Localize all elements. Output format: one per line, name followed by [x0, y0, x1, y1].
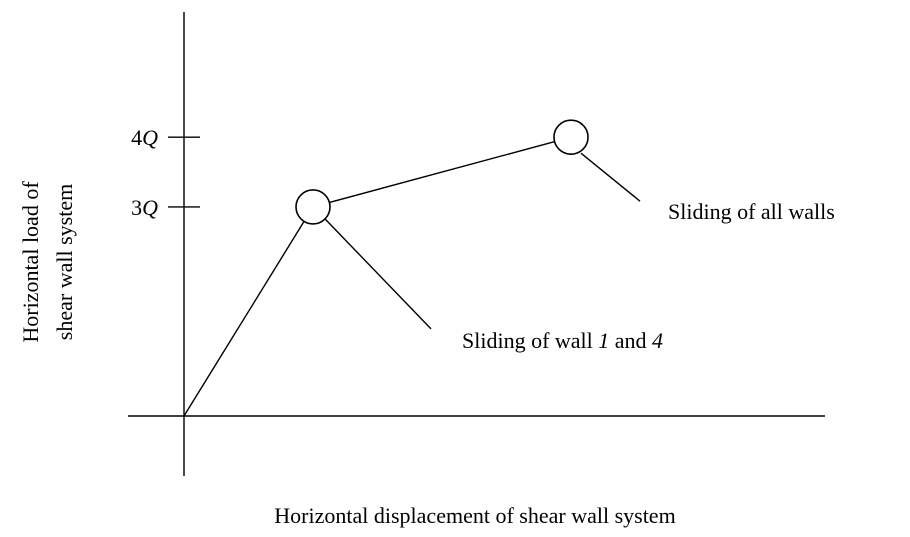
y-axis-label-line2: shear wall system	[52, 184, 77, 340]
annotations: Sliding of wall 1 and 4 Sliding of all wa…	[295, 119, 835, 353]
annotation-1: Sliding of all walls	[668, 199, 835, 224]
y-tick-label-var: Q	[142, 125, 158, 150]
leader-line-0	[324, 218, 432, 330]
y-axis-label-line1: Horizontal load of	[18, 181, 43, 343]
annotation-0-part-2: and	[609, 328, 652, 353]
annotation-0: Sliding of wall 1 and 4	[462, 328, 663, 353]
y-tick-label-num: 3	[131, 195, 142, 220]
series-line	[183, 136, 572, 417]
series-group	[183, 136, 572, 417]
x-axis-label: Horizontal displacement of shear wall sy…	[274, 503, 675, 528]
y-axis-label: Horizontal load of shear wall system	[18, 181, 77, 343]
annotation-0-part-0: Sliding of wall	[462, 328, 598, 353]
y-tick-label-1: 4Q	[131, 125, 158, 150]
y-tick-label-num: 4	[131, 125, 142, 150]
y-tick-label-0: 3Q	[131, 195, 158, 220]
annotation-0-part-1: 1	[598, 328, 609, 353]
annotation-0-part-3: 4	[652, 328, 663, 353]
annotation-1-part-0: Sliding of all walls	[668, 199, 835, 224]
point-marker-2	[553, 119, 589, 155]
point-marker-1	[295, 189, 331, 225]
leader-line-1	[580, 152, 641, 202]
y-tick-label-var: Q	[142, 195, 158, 220]
